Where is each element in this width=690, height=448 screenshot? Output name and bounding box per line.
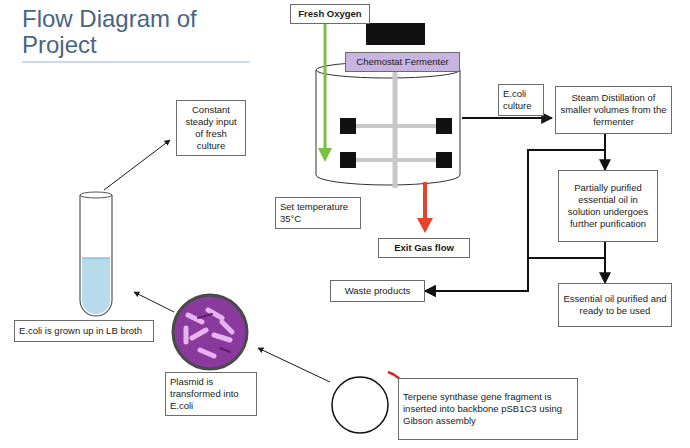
process-box: E.coli is grown up in LB broth [14,320,154,342]
input-box: Fresh Oxygen [290,4,370,24]
output-box: Exit Gas flow [378,238,470,258]
oxygen-arrow [318,22,332,162]
node-text: Terpene synthase gene fragment is insert… [403,391,573,427]
process-box: Plasmid is transformed into E.coli [165,372,257,416]
node-text: Set temperature 35°C [280,201,356,225]
node-text: Plasmid is transformed into E.coli [170,376,252,412]
node-text: Essential oil purified and ready to be u… [563,293,667,317]
plasmid-to-bacteria-arrow [258,348,330,382]
process-box: Constant steady input of fresh culture [176,100,246,156]
exit-gas-arrow [417,182,433,233]
fermenter-label: Chemostat Fermenter [345,52,460,72]
node-text: Chemostat Fermenter [350,56,455,68]
feed-arrow [104,140,170,190]
node-text: Partially purified essential oil in solu… [563,182,653,230]
node-text: Steam Distillation of smaller volumes fr… [560,92,667,128]
title: Flow Diagram of Project [22,6,212,58]
node-text: E.coli is grown up in LB broth [19,325,149,337]
flow-label-box: E.coli culture [498,84,544,116]
plasmid-circle [332,372,405,433]
node-text: Fresh Oxygen [295,8,365,20]
node-text: E.coli culture [503,88,539,112]
node-text: Constant steady input of fresh culture [181,104,241,152]
output-box: Waste products [330,280,425,302]
culture-outflow-arrow [462,117,552,119]
title-rule [22,62,250,63]
condition-box: Set temperature 35°C [275,197,361,229]
output-box: Essential oil purified and ready to be u… [558,283,672,327]
bacteria-to-tube-arrow [134,292,174,312]
bacteria-image [173,295,247,369]
test-tube [80,192,112,316]
process-box: Steam Distillation of smaller volumes fr… [555,86,672,134]
fermenter [316,23,460,188]
process-box: Terpene synthase gene fragment is insert… [398,378,578,440]
process-box: Partially purified essential oil in solu… [558,170,658,242]
node-text: Exit Gas flow [383,242,465,254]
node-text: Waste products [335,285,420,297]
